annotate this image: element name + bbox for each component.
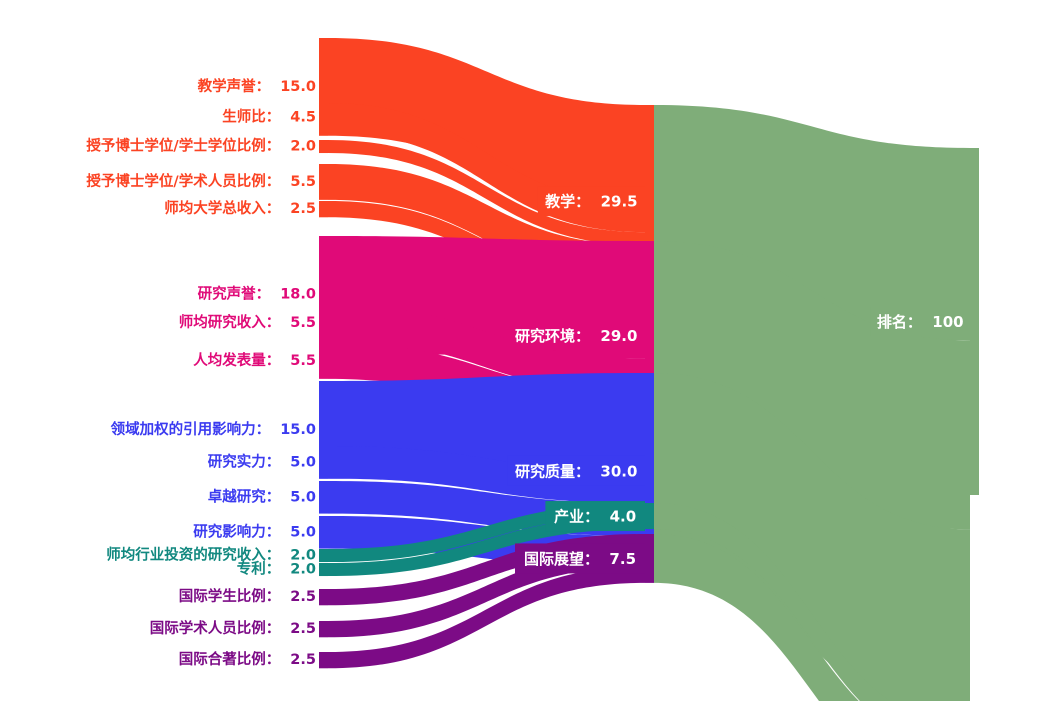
node-label-research_quality: 研究质量： 30.0 (515, 462, 637, 480)
node-label-research_env: 研究环境： 29.0 (515, 327, 637, 345)
sankey-node-doc_staff_ratio[interactable] (319, 164, 328, 200)
sankey-link (654, 373, 970, 701)
sankey-link (328, 140, 645, 246)
node-label-patents: 专利： 2.0 (237, 560, 316, 578)
node-label-intl_staff: 国际学术人员比例： 2.5 (150, 619, 316, 637)
node-label-research_reputation: 研究声誉： 18.0 (198, 285, 316, 303)
node-label-bg-research_env (507, 320, 645, 351)
node-label-industry: 产业： 4.0 (554, 508, 636, 526)
node-label-bg-teaching (537, 186, 645, 217)
sankey-node-student_staff_ratio[interactable] (319, 103, 328, 133)
node-label-bg-research_quality (507, 455, 645, 486)
sankey-node-intl_students[interactable] (319, 589, 328, 606)
node-label-ranking: 排名： 100 (877, 313, 964, 331)
node-label-intl_coauthorship: 国际合著比例： 2.5 (179, 650, 316, 668)
sankey-node-research_income[interactable] (319, 305, 328, 341)
node-label-institution_income: 师均大学总收入： 2.5 (164, 199, 316, 217)
sankey-link (328, 446, 645, 504)
sankey-node-intl_outlook[interactable] (645, 534, 654, 583)
node-label-doc_staff_ratio: 授予博士学位/学术人员比例： 5.5 (86, 172, 316, 190)
sankey-node-doc_bach_ratio[interactable] (319, 140, 328, 154)
sankey-link (654, 503, 891, 701)
node-label-research_excellence: 卓越研究： 5.0 (208, 487, 316, 505)
nodes-layer (319, 38, 979, 669)
node-label-teaching: 教学： 29.5 (544, 193, 637, 211)
node-label-student_staff_ratio: 生师比： 4.5 (222, 108, 316, 126)
sankey-node-research_influence[interactable] (319, 516, 328, 549)
node-label-doc_bach_ratio: 授予博士学位/学士学位比例： 2.0 (86, 137, 316, 155)
node-label-research_productivity: 人均发表量： 5.5 (193, 351, 316, 369)
sankey-link (328, 305, 645, 395)
sankey-node-patents[interactable] (319, 563, 328, 577)
node-label-bg-industry (545, 501, 645, 532)
node-label-industry_income: 师均行业投资的研究收入： 2.0 (106, 546, 316, 564)
sankey-node-research_quality[interactable] (645, 373, 654, 569)
node-label-bg-ranking (870, 306, 970, 337)
sankey-node-industry[interactable] (645, 503, 654, 530)
sankey-node-ranking[interactable] (970, 148, 979, 495)
sankey-node-teaching[interactable] (645, 105, 654, 298)
sankey-link (654, 534, 859, 701)
sankey-node-intl_staff[interactable] (319, 621, 328, 638)
sankey-node-industry_income[interactable] (319, 549, 328, 563)
sankey-node-institution_income[interactable] (319, 201, 328, 218)
sankey-node-teaching_reputation[interactable] (319, 38, 328, 136)
sankey-node-research_reputation[interactable] (319, 236, 328, 354)
sankey-node-research_strength[interactable] (319, 446, 328, 479)
node-label-intl_outlook: 国际展望： 7.5 (524, 550, 636, 568)
node-label-citation_impact: 领域加权的引用影响力： 15.0 (111, 420, 316, 438)
node-label-research_income: 师均研究收入： 5.5 (179, 313, 316, 331)
sankey-node-research_productivity[interactable] (319, 343, 328, 379)
sankey-node-citation_impact[interactable] (319, 381, 328, 479)
sankey-node-intl_coauthorship[interactable] (319, 652, 328, 669)
node-label-bg-intl_outlook (515, 543, 645, 574)
sankey-link (654, 241, 970, 530)
sankey-link (328, 566, 645, 669)
labels-layer: 教学声誉： 15.0 生师比： 4.5 授予博士学位/学士学位比例： 2.0 授予博士… (86, 77, 970, 668)
node-label-teaching_reputation: 教学声誉： 15.0 (197, 77, 316, 95)
node-label-research_strength: 研究实力： 5.0 (208, 452, 316, 470)
sankey-node-research_env[interactable] (645, 241, 654, 431)
node-label-intl_students: 国际学生比例： 2.5 (179, 587, 316, 605)
sankey-link (328, 38, 645, 203)
node-label-research_influence: 研究影响力： 5.0 (193, 522, 316, 540)
sankey-node-research_excellence[interactable] (319, 481, 328, 514)
